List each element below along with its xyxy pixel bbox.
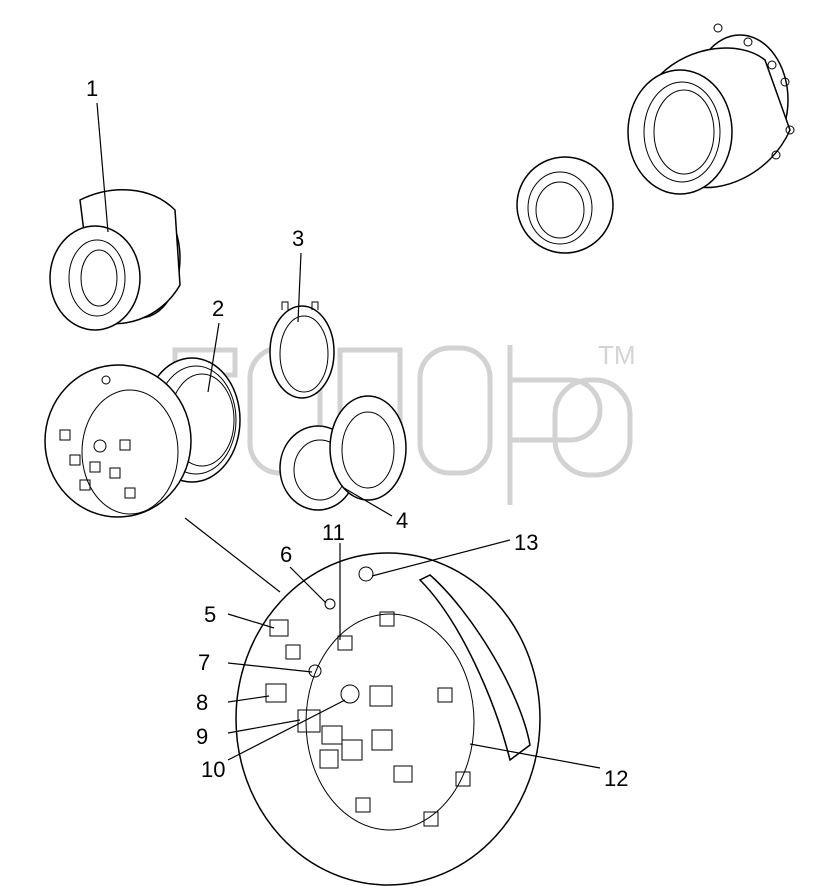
- callout-9: 9: [196, 724, 208, 749]
- callout-5: 5: [204, 602, 216, 627]
- detail-circle-large: [235, 552, 541, 886]
- hub-assembly: [627, 23, 795, 195]
- callout-10: 10: [201, 757, 225, 782]
- detail-circle-small: [44, 364, 281, 593]
- watermark-logo: TM: [172, 340, 636, 505]
- callout-8: 8: [196, 690, 208, 715]
- callout-1: 1: [86, 76, 98, 101]
- trademark-mark: TM: [598, 340, 636, 370]
- callout-4: 4: [396, 508, 408, 533]
- callout-11: 11: [322, 520, 345, 545]
- callout-7: 7: [198, 650, 210, 675]
- lock-washer-part-3: [269, 301, 335, 399]
- callout-2: 2: [212, 296, 224, 321]
- hub-nut-assembly: [516, 156, 614, 254]
- leader-lines: [96, 102, 601, 769]
- bearing-ring-part-1: [49, 189, 181, 331]
- callout-3: 3: [292, 226, 304, 251]
- nut-part-4b: [329, 395, 407, 501]
- callout-13: 13: [514, 530, 538, 555]
- callout-12: 12: [604, 766, 628, 791]
- callout-6: 6: [280, 542, 292, 567]
- callout-labels: 1 2 3 4 5 6 7 8 9 10 11 12 13: [86, 76, 628, 791]
